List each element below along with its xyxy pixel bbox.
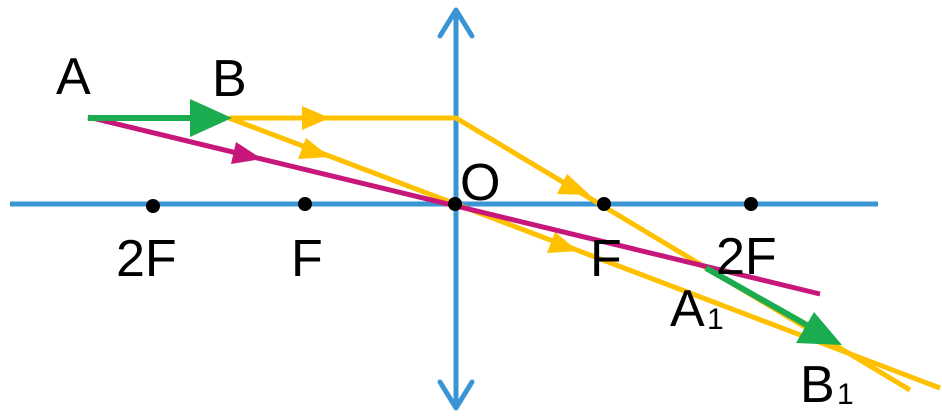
label-2f-right: 2F — [716, 228, 777, 286]
ray-direction-arrowhead-icon — [231, 142, 262, 164]
ray-direction-arrowhead-icon — [557, 174, 590, 195]
label-f-right: F — [590, 230, 622, 288]
label-o: O — [460, 154, 500, 212]
label-b1-subscript: 1 — [837, 378, 854, 411]
lens-bottom-arrowhead-icon — [437, 379, 475, 411]
object-arrowhead-icon — [190, 99, 232, 137]
point-f-left — [298, 197, 312, 211]
point-optical-center — [448, 197, 462, 211]
image-arrow-a1b1 — [704, 265, 814, 331]
image-arrowhead-icon — [796, 312, 842, 345]
label-a: A — [56, 48, 91, 106]
label-a1-subscript: 1 — [707, 303, 724, 336]
label-a1: A — [670, 280, 705, 338]
point-2f-right — [744, 197, 758, 211]
label-b1: B — [800, 356, 835, 414]
ray-direction-arrowhead-icon — [302, 106, 330, 130]
lens-top-arrowhead-icon — [437, 7, 475, 39]
label-2f-left: 2F — [116, 230, 177, 288]
label-b: B — [212, 50, 247, 108]
label-f-left: F — [291, 230, 323, 288]
ray-through-center — [228, 115, 941, 391]
point-f-right — [597, 197, 611, 211]
ray-direction-arrowhead-icon — [547, 232, 578, 253]
ray-direction-arrowhead-icon — [298, 138, 330, 159]
point-2f-left — [146, 199, 160, 213]
